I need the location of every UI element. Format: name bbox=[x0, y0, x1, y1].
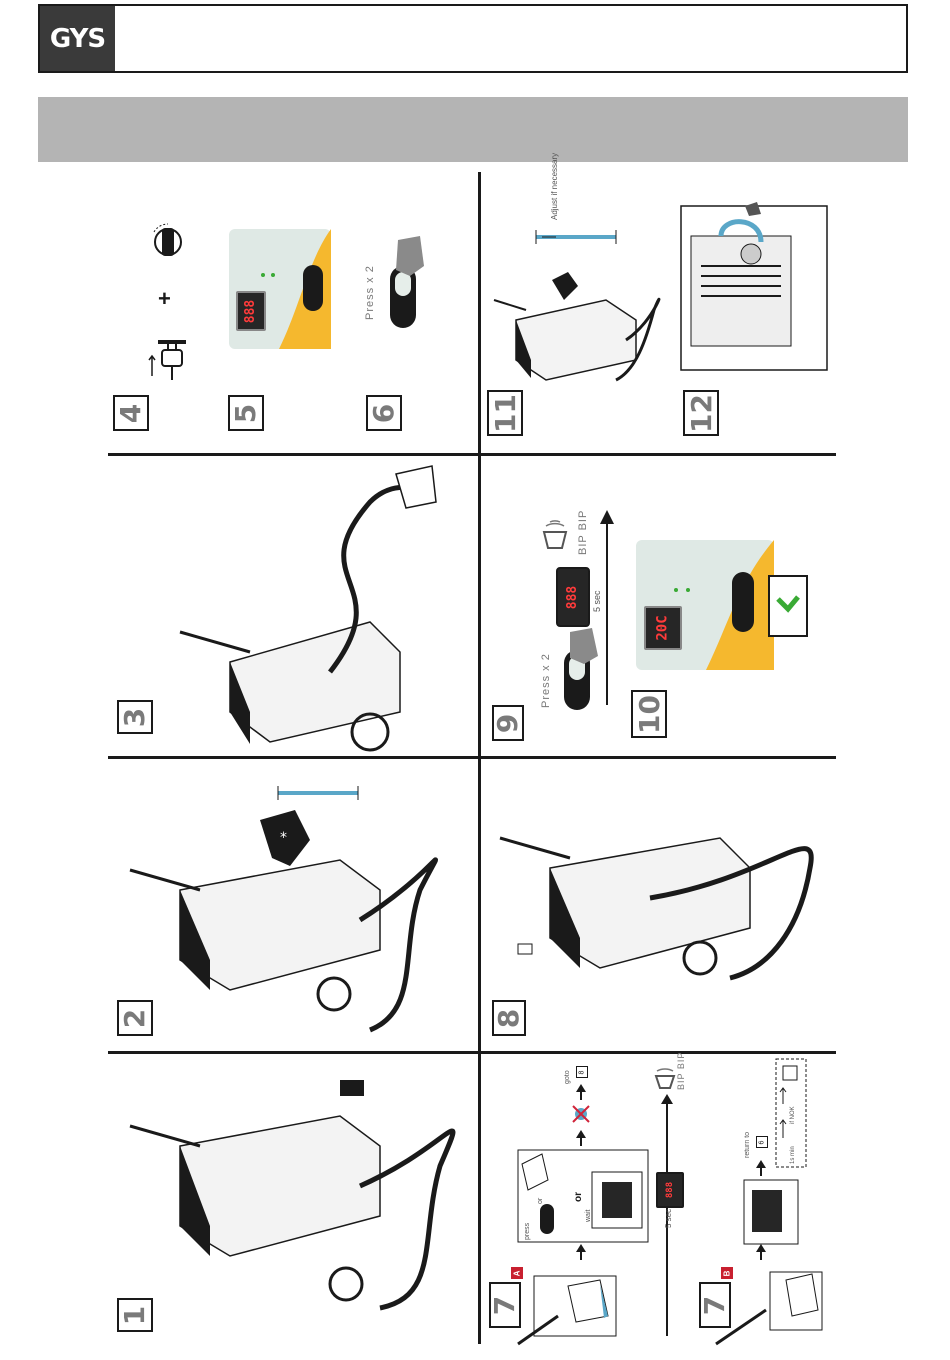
step7-timer-label: 5 sec bbox=[664, 1209, 673, 1228]
step7-bip-label: BIP BIP bbox=[676, 1052, 686, 1090]
buzzer-icon-step7 bbox=[652, 1064, 678, 1090]
adjust-label: Adjust if necessary bbox=[550, 153, 559, 220]
power-switch-icon bbox=[148, 218, 188, 268]
step-7a-badge: 7 bbox=[489, 1282, 521, 1328]
power-plug-icon bbox=[146, 336, 192, 386]
welding-cart-bucket-step3 bbox=[170, 462, 450, 752]
step7-or-big: or bbox=[573, 1192, 584, 1202]
level-gauge-step2 bbox=[278, 786, 358, 800]
panel-display-step10: 20C bbox=[644, 606, 682, 650]
gys-logo: GYS bbox=[40, 6, 115, 71]
buzzer-icon-step9 bbox=[540, 518, 570, 552]
coolant-filling-step2: * bbox=[120, 810, 440, 1040]
title-band bbox=[38, 97, 908, 162]
step-6-badge: 6 bbox=[366, 395, 402, 431]
ok-check-icon bbox=[768, 575, 808, 637]
step7-nok-label: if NOK bbox=[790, 1106, 796, 1124]
arrow-up-7a-1 bbox=[576, 1244, 586, 1260]
display-step7: 888 bbox=[656, 1172, 684, 1208]
step7-min-label: 1s min bbox=[790, 1146, 796, 1164]
press-button-hand-step9 bbox=[556, 628, 606, 714]
step7-wait-label: wait bbox=[585, 1210, 592, 1222]
logo-text: GYS bbox=[50, 24, 105, 54]
step-12-badge: 12 bbox=[683, 390, 719, 436]
arrow-up-7b-2 bbox=[756, 1160, 766, 1176]
step-4-badge: 4 bbox=[113, 395, 149, 431]
grid-row-divider-3 bbox=[108, 1051, 836, 1054]
step9-bip-label: BIP BIP bbox=[577, 510, 589, 555]
step7-press-label: press bbox=[524, 1223, 531, 1240]
step9-timer-label: 5 sec bbox=[592, 590, 602, 612]
step9-press-label: Press x 2 bbox=[540, 653, 552, 708]
step-9-badge: 9 bbox=[492, 705, 524, 741]
arrow-up-7b-1 bbox=[756, 1244, 766, 1260]
return-ref-box: 6 bbox=[756, 1136, 768, 1148]
arrow-up-icon-step7 bbox=[661, 1094, 673, 1106]
control-panel-step10: 20C bbox=[636, 540, 774, 670]
step-11-badge: 11 bbox=[487, 390, 523, 436]
step7-goto-label: goto bbox=[564, 1070, 571, 1084]
arrow-up-7a-3 bbox=[576, 1084, 586, 1100]
plus-icon: + bbox=[158, 286, 171, 312]
arrow-up-icon bbox=[600, 510, 614, 526]
cap-closing-detail bbox=[681, 206, 827, 370]
welding-cart-step11 bbox=[486, 260, 666, 390]
press-button-hand-icon bbox=[380, 236, 430, 336]
bucket-overflow-7b bbox=[716, 1270, 826, 1346]
step7-or-small: or bbox=[537, 1198, 544, 1204]
goto-ref-box: 8 bbox=[576, 1066, 588, 1078]
grid-row-divider-1 bbox=[108, 453, 836, 456]
step-5-badge: 5 bbox=[228, 395, 264, 431]
grid-row-divider-2 bbox=[108, 756, 836, 759]
welding-cart-step8 bbox=[490, 808, 820, 1008]
bucket-filling-7a bbox=[518, 1276, 618, 1346]
step6-press-label: Press x 2 bbox=[364, 265, 376, 320]
svg-text:*: * bbox=[280, 830, 287, 846]
display-box-7b bbox=[744, 1180, 798, 1244]
step7-return-label: return to bbox=[744, 1132, 751, 1158]
header-frame bbox=[38, 4, 908, 73]
step-10-badge: 10 bbox=[631, 690, 667, 738]
display-step9: 888 bbox=[556, 567, 590, 627]
step-3-badge: 3 bbox=[117, 700, 153, 734]
timeline-arrow-step9 bbox=[606, 520, 608, 705]
arrow-up-7a-2 bbox=[576, 1130, 586, 1146]
cap-opening-step1 bbox=[120, 1076, 470, 1316]
control-panel-step5: 888 bbox=[229, 229, 331, 349]
cancel-cross-icon bbox=[571, 1104, 591, 1124]
panel-display-step5: 888 bbox=[236, 291, 266, 331]
level-gauge-step11 bbox=[536, 230, 616, 244]
